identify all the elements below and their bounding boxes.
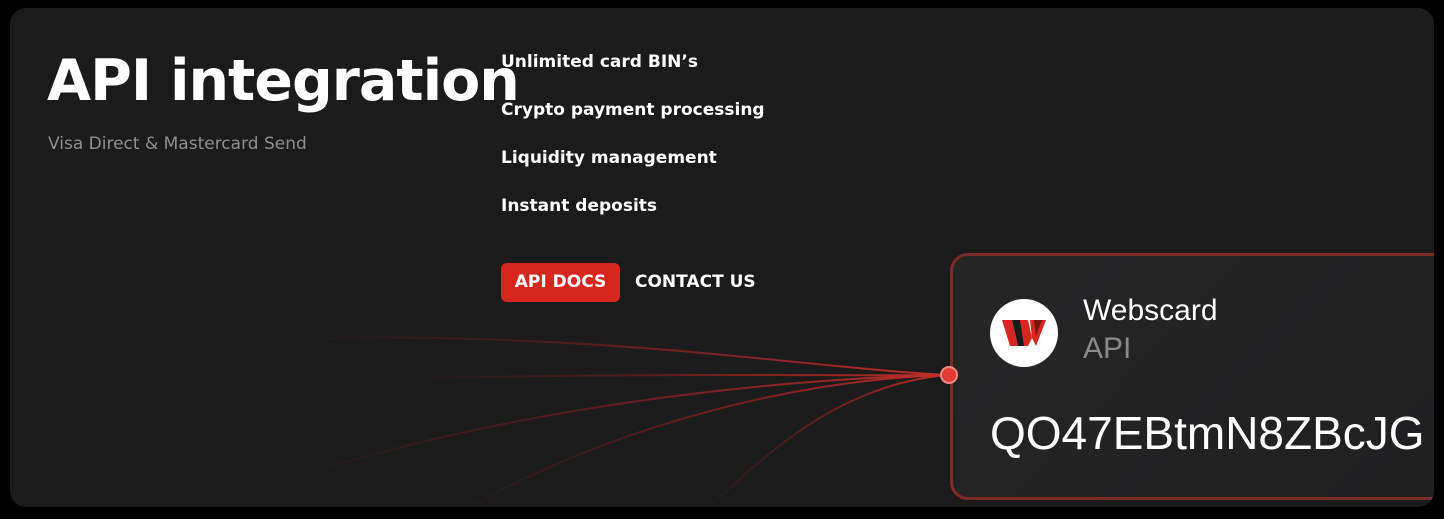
- webscard-api-card: Webscard API QO47EBtmN8ZBcJG: [950, 253, 1434, 500]
- page-title: API integration: [47, 48, 520, 114]
- connection-node: [940, 366, 958, 384]
- connection-lines: [324, 336, 948, 507]
- connection-line: [709, 374, 948, 507]
- connection-line: [469, 374, 948, 507]
- api-integration-panel: API integration Visa Direct & Mastercard…: [10, 8, 1434, 507]
- feature-item: Liquidity management: [501, 148, 717, 168]
- api-key: QO47EBtmN8ZBcJG: [990, 407, 1425, 459]
- connection-line: [429, 374, 948, 379]
- contact-us-button[interactable]: CONTACT US: [635, 272, 756, 292]
- api-docs-button[interactable]: API DOCS: [501, 263, 620, 302]
- feature-list: Unlimited card BIN’s Crypto payment proc…: [501, 51, 765, 243]
- feature-item: Instant deposits: [501, 196, 658, 216]
- connection-line: [324, 374, 948, 469]
- page-subtitle: Visa Direct & Mastercard Send: [48, 134, 307, 154]
- webscard-logo-icon: [990, 299, 1058, 367]
- card-label: API: [1083, 332, 1132, 365]
- feature-item: Unlimited card BIN’s: [501, 52, 698, 72]
- connection-line: [324, 336, 948, 376]
- feature-item: Crypto payment processing: [501, 100, 765, 120]
- card-brand: Webscard: [1083, 294, 1218, 327]
